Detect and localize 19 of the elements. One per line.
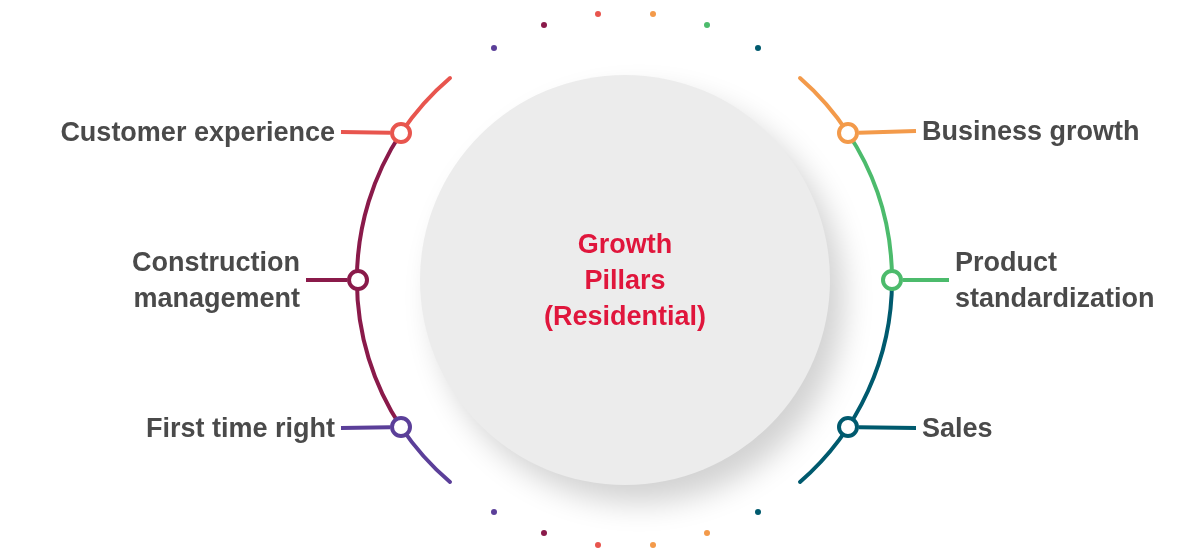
leader-line	[903, 278, 949, 282]
pillar-label: Product standardization	[955, 246, 1156, 315]
pillar-label: Construction management	[131, 246, 300, 315]
ring-marker	[837, 416, 859, 438]
leader-line	[858, 129, 917, 135]
ring-marker	[881, 269, 903, 291]
ring-marker	[837, 122, 859, 144]
leader-line	[340, 425, 391, 430]
leader-line	[306, 278, 347, 282]
leader-line	[858, 425, 917, 430]
ring-marker	[347, 269, 369, 291]
center-title: Growth Pillars (Residential)	[543, 228, 707, 333]
leader-line	[340, 130, 391, 135]
ring-marker	[390, 416, 412, 438]
pillar-label: First time right	[145, 412, 335, 445]
pillar-label: Business growth	[922, 115, 1141, 148]
pillar-label: Customer experience	[59, 116, 335, 149]
pillar-label: Sales	[922, 412, 994, 445]
ring-marker	[390, 122, 412, 144]
